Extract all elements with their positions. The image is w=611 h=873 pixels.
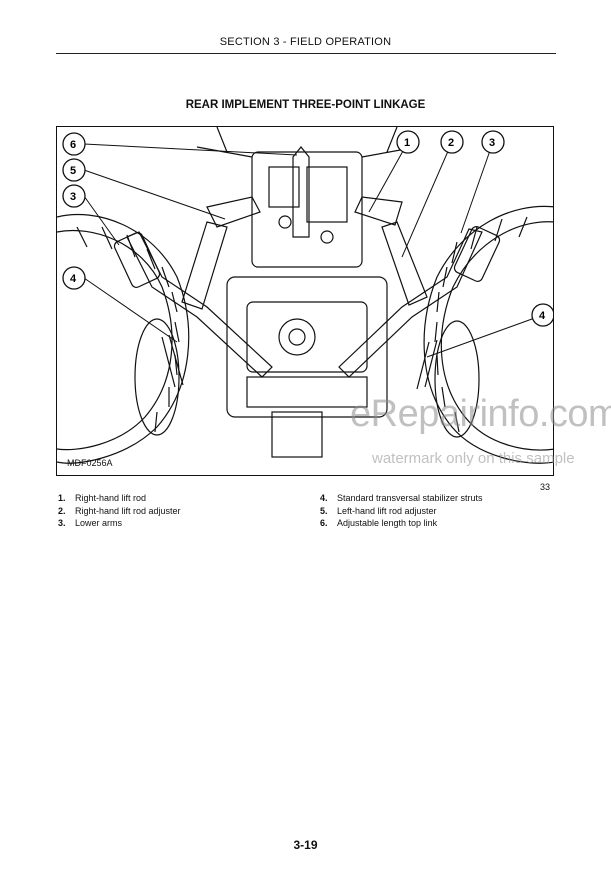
- callout-3-right: 3: [481, 130, 505, 154]
- left-lift-rod: [181, 221, 228, 310]
- callout-4-right: 4: [531, 303, 553, 327]
- callout-4-left: 4: [62, 266, 86, 290]
- legend-right: 4.Standard transversal stabilizer struts…: [320, 492, 570, 530]
- right-hub: [434, 320, 480, 438]
- watermark-note: watermark only on this sample: [372, 450, 575, 467]
- svg-text:6: 6: [70, 139, 76, 151]
- page-title: REAR IMPLEMENT THREE-POINT LINKAGE: [185, 99, 426, 111]
- transmission-housing: [226, 276, 388, 418]
- drawbar: [271, 411, 323, 458]
- right-tire: [423, 205, 553, 464]
- right-lower-arm: [338, 228, 483, 378]
- callout-1: 1: [396, 130, 420, 154]
- svg-text:4: 4: [70, 273, 77, 285]
- svg-text:4: 4: [539, 310, 546, 322]
- svg-text:1: 1: [404, 137, 410, 149]
- figure-number: 33: [540, 482, 551, 492]
- hydraulic-block: [251, 151, 363, 268]
- tractor-rear-drawing: 6 5 3 4 1 2 3 4: [57, 127, 553, 464]
- legend-item: 1.Right-hand lift rod: [58, 493, 147, 503]
- watermark-brand: eRepairinfo.com: [350, 393, 611, 435]
- page-number: 3-19: [293, 838, 318, 852]
- svg-text:2: 2: [448, 137, 454, 149]
- svg-text:3: 3: [489, 137, 495, 149]
- legend-item: 2.Right-hand lift rod adjuster: [58, 505, 181, 516]
- right-stabilizer: [416, 339, 438, 390]
- svg-text:5: 5: [70, 165, 76, 177]
- callout-6: 6: [62, 132, 86, 156]
- section-header: SECTION 3 - FIELD OPERATION: [219, 36, 392, 48]
- legend-item: 4.Standard transversal stabilizer struts: [320, 493, 483, 503]
- right-lift-rod: [381, 221, 428, 306]
- left-tire: [57, 213, 190, 464]
- svg-text:3: 3: [70, 191, 76, 203]
- figure-code: MDF0256A: [67, 458, 113, 468]
- legend-item: 6.Adjustable length top link: [320, 518, 438, 528]
- pto-shaft: [278, 318, 316, 356]
- callout-3-left: 3: [62, 184, 86, 208]
- top-link: [292, 146, 310, 238]
- callout-2: 2: [440, 130, 464, 154]
- linkage-illustration: 6 5 3 4 1 2 3 4 MDF0256A: [56, 126, 554, 476]
- legend-left: 1.Right-hand lift rod 2.Right-hand lift …: [58, 492, 308, 530]
- header-divider: [56, 53, 556, 54]
- left-lower-arm: [126, 231, 273, 378]
- legend-item: 3.Lower arms: [58, 518, 123, 528]
- legend-item: 5.Left-hand lift rod adjuster: [320, 505, 437, 516]
- left-hub: [134, 318, 180, 436]
- callout-5: 5: [62, 158, 86, 182]
- left-stabilizer: [161, 334, 184, 388]
